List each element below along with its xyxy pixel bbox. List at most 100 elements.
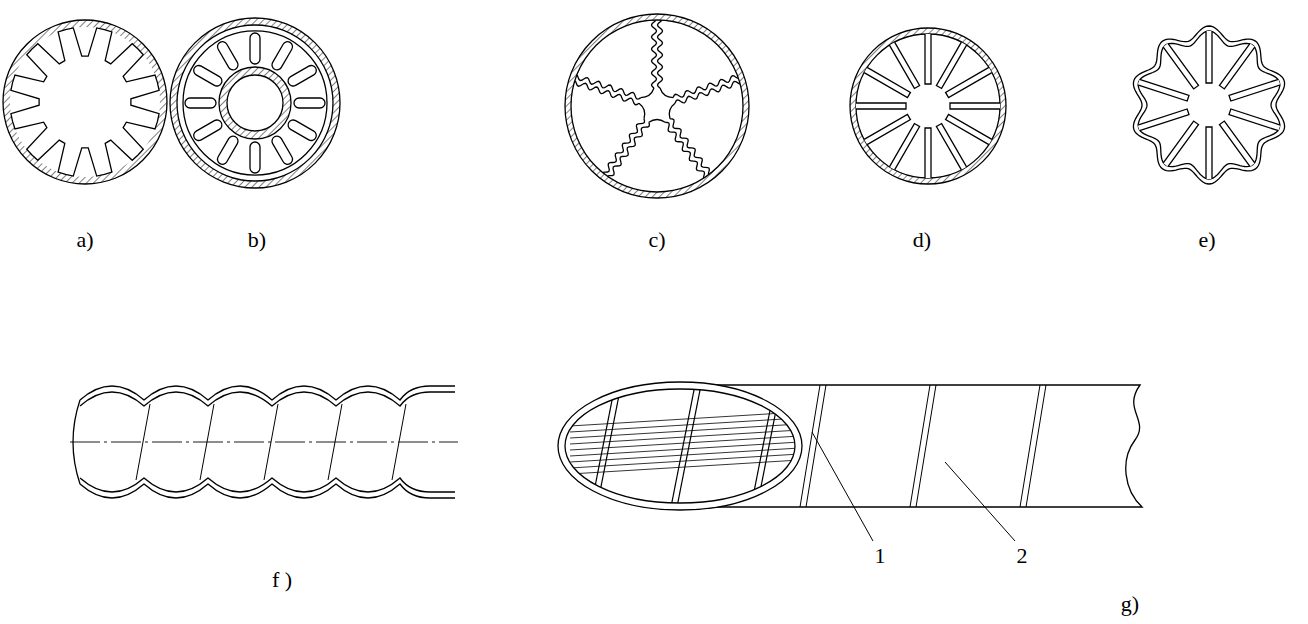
tube-edge [80, 392, 455, 406]
outer-tube [170, 18, 340, 188]
radial-fin [1163, 43, 1198, 89]
figure-label: c) [647, 229, 666, 251]
radial-bar [216, 134, 240, 166]
helical-groove [1026, 385, 1046, 507]
wavy-fin [603, 119, 645, 173]
cross-bar [751, 385, 775, 507]
radial-fin [864, 114, 910, 144]
figure-label: b) [247, 229, 267, 251]
tube-section-inner [565, 389, 795, 503]
radial-fin [889, 42, 919, 88]
figure-label: e) [1197, 229, 1216, 251]
wavy-fin [675, 81, 740, 103]
cross-bar [671, 385, 695, 507]
radial-bar [185, 98, 216, 108]
radial-fin [1220, 43, 1255, 89]
inner-tube [219, 67, 291, 139]
radial-fin [1229, 79, 1280, 101]
center-line [70, 442, 458, 443]
radial-bar [286, 64, 318, 88]
radial-fin [1138, 79, 1189, 101]
radial-fin [946, 114, 992, 144]
cross-bar [591, 385, 615, 507]
radial-bar [294, 98, 325, 108]
radial-fin [946, 67, 992, 97]
tube-wall [3, 20, 167, 184]
helical-groove [806, 385, 826, 507]
radial-bar [270, 40, 294, 72]
fin-line [570, 412, 800, 426]
wavy-fin [608, 122, 650, 176]
figure-d [850, 28, 1006, 184]
wavy-fin [575, 81, 639, 105]
fin-root [641, 88, 654, 98]
helical-groove [910, 385, 930, 507]
radial-fin [936, 124, 966, 170]
helical-groove [916, 385, 936, 507]
figure-c [565, 14, 749, 198]
radial-fin [856, 103, 906, 109]
wavy-fin [652, 21, 657, 89]
cross-bar [677, 385, 701, 507]
figure-b [170, 18, 340, 188]
wavy-fin [658, 21, 663, 89]
radial-bar [270, 134, 294, 166]
radial-bar [192, 118, 224, 142]
radial-fin [1206, 31, 1212, 83]
radial-fin [925, 128, 931, 178]
radial-fin [889, 124, 919, 170]
tube-section [558, 382, 802, 510]
wavy-fin [673, 76, 738, 98]
leader-line [945, 462, 1015, 541]
figure-label: g) [1120, 593, 1140, 615]
helical-groove [1020, 385, 1040, 507]
radial-fin [1206, 127, 1212, 179]
fin-root [639, 103, 645, 119]
figure-label: a) [75, 229, 94, 251]
cross-bar [757, 385, 781, 507]
wavy-fin [670, 119, 709, 175]
tube-wall [565, 14, 749, 198]
cross-bar [597, 385, 621, 507]
helical-groove [800, 385, 820, 507]
fin-line [570, 448, 800, 462]
figure-label: d) [912, 229, 932, 251]
tube-edge [80, 386, 455, 400]
section-fins [570, 385, 800, 507]
radial-bar [250, 142, 260, 173]
figure-a [3, 20, 167, 184]
figure-label: f ) [271, 569, 293, 591]
callout-number: 1 [874, 545, 887, 567]
figure-e [1133, 26, 1284, 184]
radial-bar [286, 118, 318, 142]
radial-bar [250, 33, 260, 64]
tube-wall-outline [3, 20, 167, 184]
radial-fin [950, 103, 1000, 109]
wavy-tube [1133, 26, 1284, 184]
figure-f [70, 386, 458, 498]
leader-line [812, 432, 873, 541]
radial-fin [936, 42, 966, 88]
radial-fin [1229, 109, 1280, 131]
radial-bar [216, 40, 240, 72]
fin-line [570, 442, 800, 456]
radial-fin [925, 34, 931, 84]
radial-fin [864, 67, 910, 97]
fin-line [570, 418, 800, 432]
wavy-fin [665, 122, 704, 178]
tube-wall [850, 28, 1006, 184]
radial-fin [1163, 121, 1198, 167]
inner-teeth [11, 28, 159, 176]
radial-fin [1220, 121, 1255, 167]
fin-root [660, 88, 673, 98]
tube-edge [80, 484, 455, 498]
fin-root [649, 119, 665, 122]
radial-fin [1138, 109, 1189, 131]
tube-edge [80, 478, 455, 492]
inner-line [183, 31, 327, 175]
figure-g [558, 382, 1142, 541]
wavy-fin [577, 75, 641, 99]
